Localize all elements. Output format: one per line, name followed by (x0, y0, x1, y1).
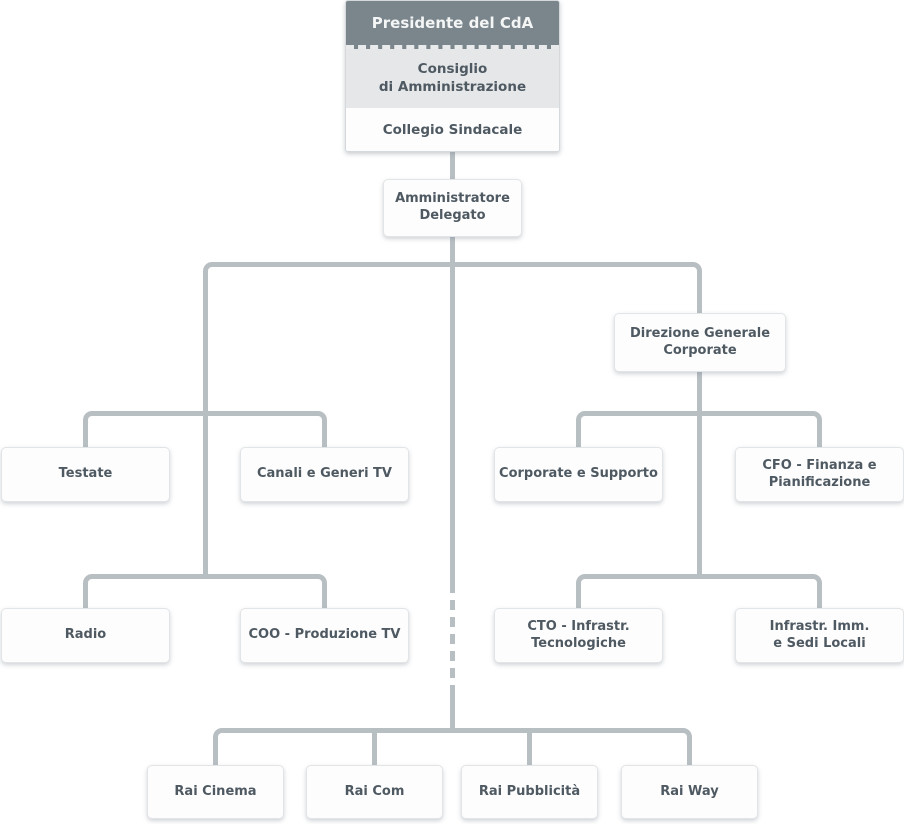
coo-produzione-tv-label: COO - Produzione TV (248, 627, 401, 643)
node-rai-cinema: Rai Cinema (147, 765, 284, 819)
node-cfo-finanza-pianificazione: CFO - Finanza e Pianificazione (735, 447, 904, 502)
corporate-supporto-label: Corporate e Supporto (499, 466, 658, 482)
radio-label: Radio (64, 627, 107, 643)
cto-label-line1: CTO - Infrastr. (527, 618, 630, 634)
infrastrutture-label-line1: Infrastr. Imm. (769, 618, 870, 634)
connector-drop-rai-pubblicita (527, 733, 532, 766)
connector-left-trunk (203, 282, 208, 579)
connector-right-trunk-upper (697, 282, 702, 315)
cfo-label-line2: Pianificazione (768, 474, 871, 490)
node-direzione-generale-corporate: Direzione Generale Corporate (614, 313, 786, 372)
connector-right-bracket-row1 (576, 411, 822, 448)
node-testate: Testate (1, 447, 170, 502)
node-governance: Presidente del CdA Consiglio di Amminist… (345, 0, 560, 152)
connector-drop-rai-com (372, 733, 377, 766)
cto-label-line2: Tecnologiche (531, 635, 626, 651)
collegio-label: Collegio Sindacale (382, 121, 523, 138)
node-rai-way: Rai Way (621, 765, 758, 819)
node-radio: Radio (1, 608, 170, 663)
node-rai-pubblicita: Rai Pubblicità (461, 765, 598, 819)
connector-left-bracket-row2 (83, 574, 327, 609)
connector-governance-to-ceo (450, 151, 455, 180)
rai-com-label: Rai Com (344, 783, 405, 799)
consiglio-label-line1: Consiglio (417, 60, 488, 77)
rai-pubblicita-label: Rai Pubblicità (478, 783, 581, 799)
node-amministratore-delegato: Amministratore Delegato (383, 179, 522, 237)
connector-subsidiaries-bracket (213, 728, 692, 766)
infrastrutture-label-line2: e Sedi Locali (773, 635, 866, 651)
direzione-generale-line2: Corporate (663, 342, 737, 358)
connector-center-trunk-dashed (450, 583, 455, 695)
presidente-label: Presidente del CdA (371, 14, 534, 32)
connector-right-bracket-row2 (576, 574, 822, 609)
node-collegio-sindacale: Collegio Sindacale (346, 108, 559, 151)
node-infrastrutture-immobili-sedi-locali: Infrastr. Imm. e Sedi Locali (735, 608, 904, 663)
rai-cinema-label: Rai Cinema (174, 783, 257, 799)
node-corporate-supporto: Corporate e Supporto (494, 447, 663, 502)
testate-label: Testate (58, 466, 113, 482)
canali-generi-tv-label: Canali e Generi TV (256, 466, 392, 482)
node-rai-com: Rai Com (306, 765, 443, 819)
node-cto-infrastrutture-tecnologiche: CTO - Infrastr. Tecnologiche (494, 608, 663, 663)
amministratore-delegato-line1: Amministratore (395, 191, 510, 207)
connector-main-bracket (203, 262, 702, 284)
amministratore-delegato-line2: Delegato (419, 208, 486, 223)
consiglio-label-line2: di Amministrazione (378, 78, 527, 95)
node-canali-generi-tv: Canali e Generi TV (240, 447, 409, 502)
connector-right-trunk-lower (697, 371, 702, 579)
node-presidente-cda: Presidente del CdA (346, 1, 559, 49)
node-coo-produzione-tv: COO - Produzione TV (240, 608, 409, 663)
connector-center-trunk-solid (450, 236, 455, 583)
rai-way-label: Rai Way (660, 783, 719, 799)
cfo-label-line1: CFO - Finanza e (762, 457, 877, 473)
connector-center-trunk-lower (450, 695, 455, 733)
direzione-generale-line1: Direzione Generale (629, 325, 771, 341)
node-consiglio-amministrazione: Consiglio di Amministrazione (346, 49, 559, 108)
connector-left-bracket-row1 (83, 411, 327, 448)
